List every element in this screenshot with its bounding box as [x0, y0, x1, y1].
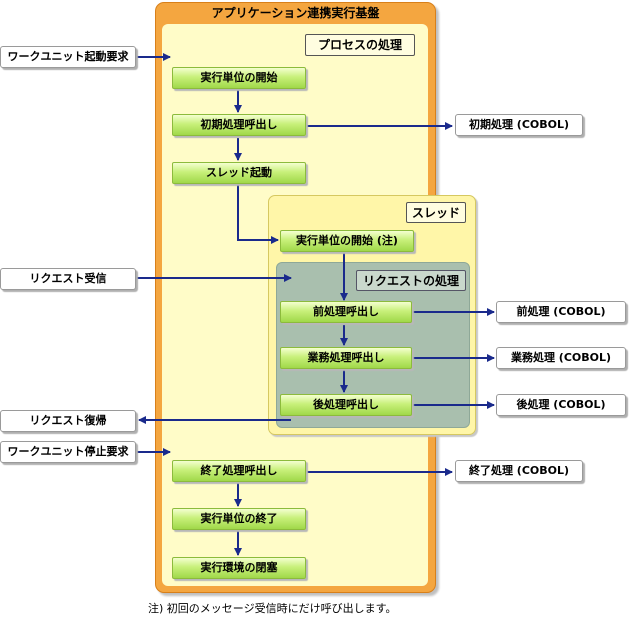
- end-call-box: 終了処理呼出し: [172, 460, 306, 482]
- request-receive-box: リクエスト受信: [0, 268, 136, 290]
- post-cobol-box: 後処理 (COBOL): [496, 394, 626, 416]
- process-label: プロセスの処理: [305, 34, 415, 56]
- thread-label: スレッド: [406, 202, 466, 223]
- exec-start-note-box: 実行単位の開始 (注): [280, 230, 414, 252]
- thread-start-box: スレッド起動: [172, 162, 306, 184]
- init-cobol-box: 初期処理 (COBOL): [455, 114, 583, 136]
- request-return-box: リクエスト復帰: [0, 410, 136, 432]
- request-label: リクエストの処理: [356, 270, 466, 291]
- pre-call-box: 前処理呼出し: [280, 301, 412, 323]
- business-call-box: 業務処理呼出し: [280, 347, 412, 369]
- platform-title: アプリケーション連携実行基盤: [211, 6, 380, 20]
- unit-start-request-box: ワークユニット起動要求: [0, 46, 136, 68]
- env-close-box: 実行環境の閉塞: [172, 557, 306, 579]
- arrow-thread-to-exec-note: [237, 184, 279, 244]
- init-call-box: 初期処理呼出し: [172, 114, 306, 136]
- footnote: 注) 初回のメッセージ受信時にだけ呼び出します。: [148, 602, 397, 615]
- end-cobol-box: 終了処理 (COBOL): [455, 460, 583, 482]
- unit-stop-request-box: ワークユニット停止要求: [0, 441, 136, 463]
- business-cobol-box: 業務処理 (COBOL): [496, 347, 626, 369]
- exec-end-box: 実行単位の終了: [172, 508, 306, 530]
- post-call-box: 後処理呼出し: [280, 394, 412, 416]
- pre-cobol-box: 前処理 (COBOL): [496, 301, 626, 323]
- exec-start-box: 実行単位の開始: [172, 67, 306, 89]
